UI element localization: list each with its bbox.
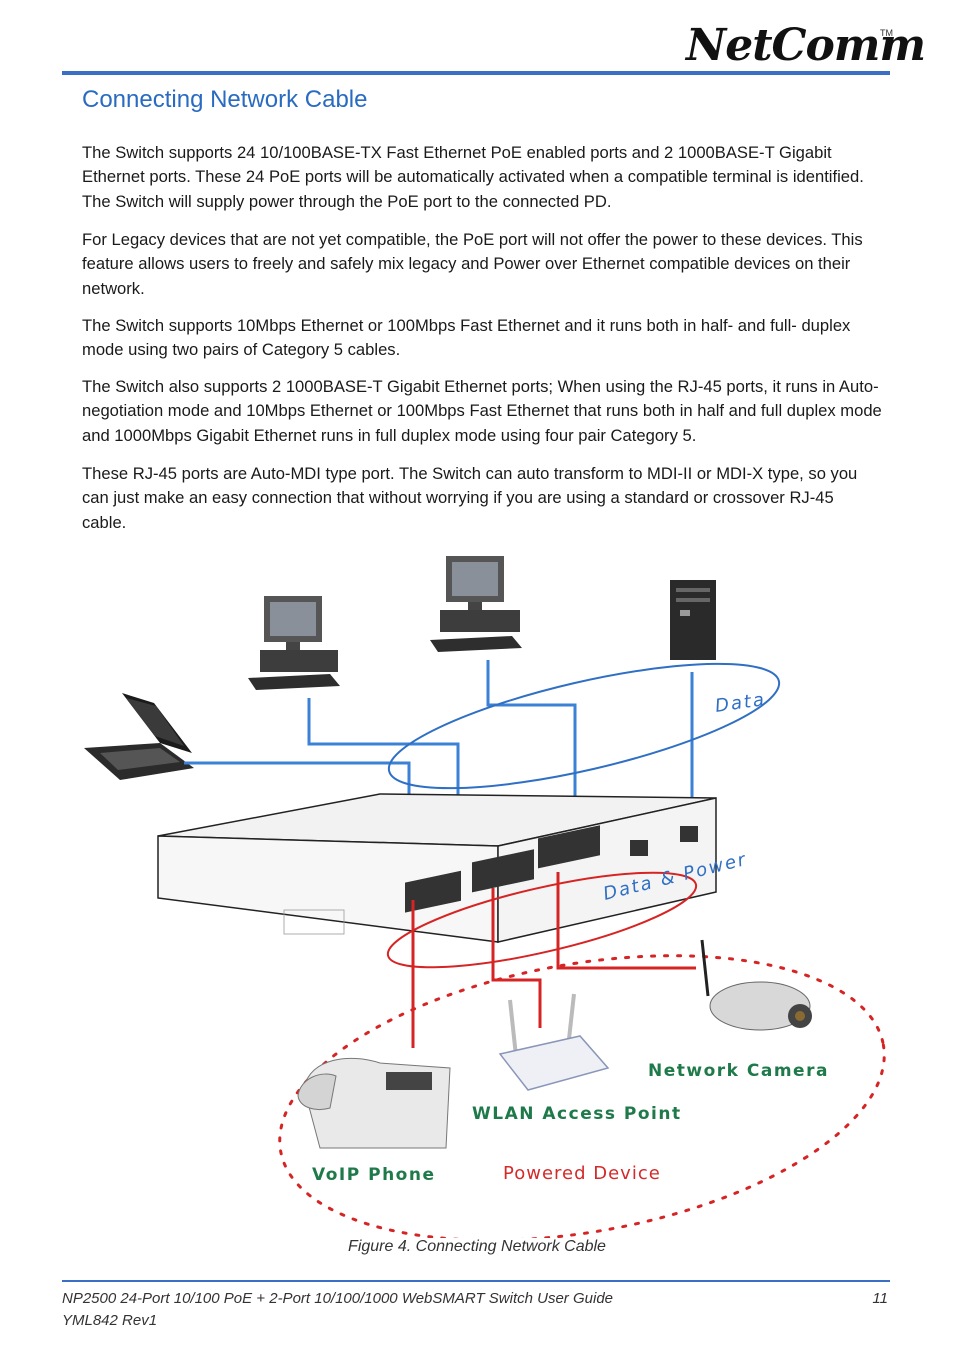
footer-rule — [62, 1280, 890, 1282]
wlan-access-point-icon — [498, 993, 610, 1091]
paragraph-2: For Legacy devices that are not yet comp… — [82, 230, 863, 298]
paragraph-4: The Switch also supports 2 1000BASE-T Gi… — [82, 377, 882, 445]
data-ellipse — [387, 662, 781, 790]
voip-label: VoIP Phone — [312, 1165, 435, 1185]
voip-phone-icon — [297, 1057, 451, 1149]
laptop-icon — [84, 693, 194, 780]
powered-device-ellipse — [278, 954, 886, 1238]
logo-trademark: TM — [880, 28, 893, 38]
figure-caption: Figure 4. Connecting Network Cable — [348, 1238, 606, 1255]
desktop-pc-1-icon — [248, 596, 340, 690]
page-title: Connecting Network Cable — [82, 86, 368, 113]
desktop-pc-2-icon — [430, 556, 522, 652]
powered-device-label: Powered Device — [503, 1163, 661, 1184]
power-cables — [411, 872, 696, 1048]
netcomm-logo: NetComm TM — [686, 20, 926, 72]
paragraph-1: The Switch supports 24 10/100BASE-TX Fas… — [82, 143, 864, 211]
paragraph-5: These RJ-45 ports are Auto-MDI type port… — [82, 464, 858, 532]
wlan-label: WLAN Access Point — [472, 1104, 682, 1124]
header-rule — [62, 71, 890, 75]
data-power-ellipse — [386, 871, 698, 969]
network-camera-icon — [700, 939, 812, 1031]
logo-text: NetComm — [686, 20, 926, 71]
paragraph-3: The Switch supports 10Mbps Ethernet or 1… — [82, 316, 851, 360]
network-diagram: Data Data & Power Network Camera WLAN Ac… — [84, 556, 886, 1238]
server-tower-icon — [670, 580, 716, 660]
page-number: 11 — [872, 1290, 888, 1307]
footer-guide-title: NP2500 24-Port 10/100 PoE + 2-Port 10/10… — [62, 1290, 614, 1307]
footer-revision: YML842 Rev1 — [62, 1312, 158, 1329]
network-camera-label: Network Camera — [648, 1061, 829, 1081]
data-label: Data — [714, 689, 767, 717]
